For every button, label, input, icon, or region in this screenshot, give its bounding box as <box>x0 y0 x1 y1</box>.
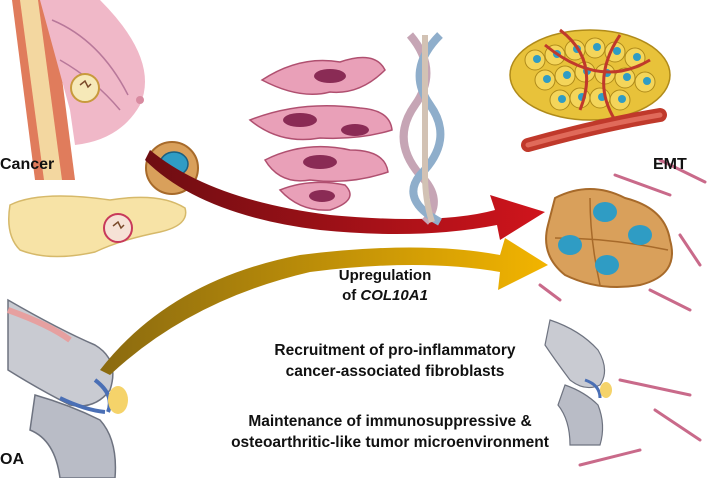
upregulation-label: Upregulation of COL10A1 <box>300 266 470 306</box>
maintenance-label: Maintenance of immunosuppressive & osteo… <box>180 411 600 453</box>
emt-label: EMT <box>653 156 687 173</box>
upregulation-line1: Upregulation <box>338 267 432 284</box>
cancer-arrow <box>145 150 545 240</box>
gene-name: COL10A1 <box>360 287 428 304</box>
tumor-vessel-icon <box>509 28 671 152</box>
pancreas-icon <box>8 195 187 258</box>
knee-joint-icon <box>544 319 612 446</box>
oa-label: OA <box>0 451 24 468</box>
recruitment-label: Recruitment of pro-inflammatory cancer-a… <box>205 340 585 382</box>
recruitment-line1: Recruitment of pro-inflammatory <box>274 342 516 359</box>
maintenance-line1: Maintenance of immunosuppressive & <box>248 413 532 430</box>
cancer-label: Cancer <box>0 156 55 173</box>
cancer-cell-cluster-icon <box>545 188 673 288</box>
knee-joint-icon <box>6 298 128 478</box>
upregulation-prefix: of <box>342 287 361 304</box>
recruitment-line2: cancer-associated fibroblasts <box>285 363 505 380</box>
collagen-helix-icon <box>399 32 445 226</box>
upregulation-line2: of COL10A1 <box>300 286 470 306</box>
spindle-fibroblast-icon <box>538 158 707 467</box>
maintenance-line2: osteoarthritic-like tumor microenvironme… <box>231 434 549 451</box>
fibroblast-network-icon <box>248 56 393 211</box>
oa-arrow <box>100 238 548 375</box>
breast-tissue-icon <box>12 0 145 180</box>
